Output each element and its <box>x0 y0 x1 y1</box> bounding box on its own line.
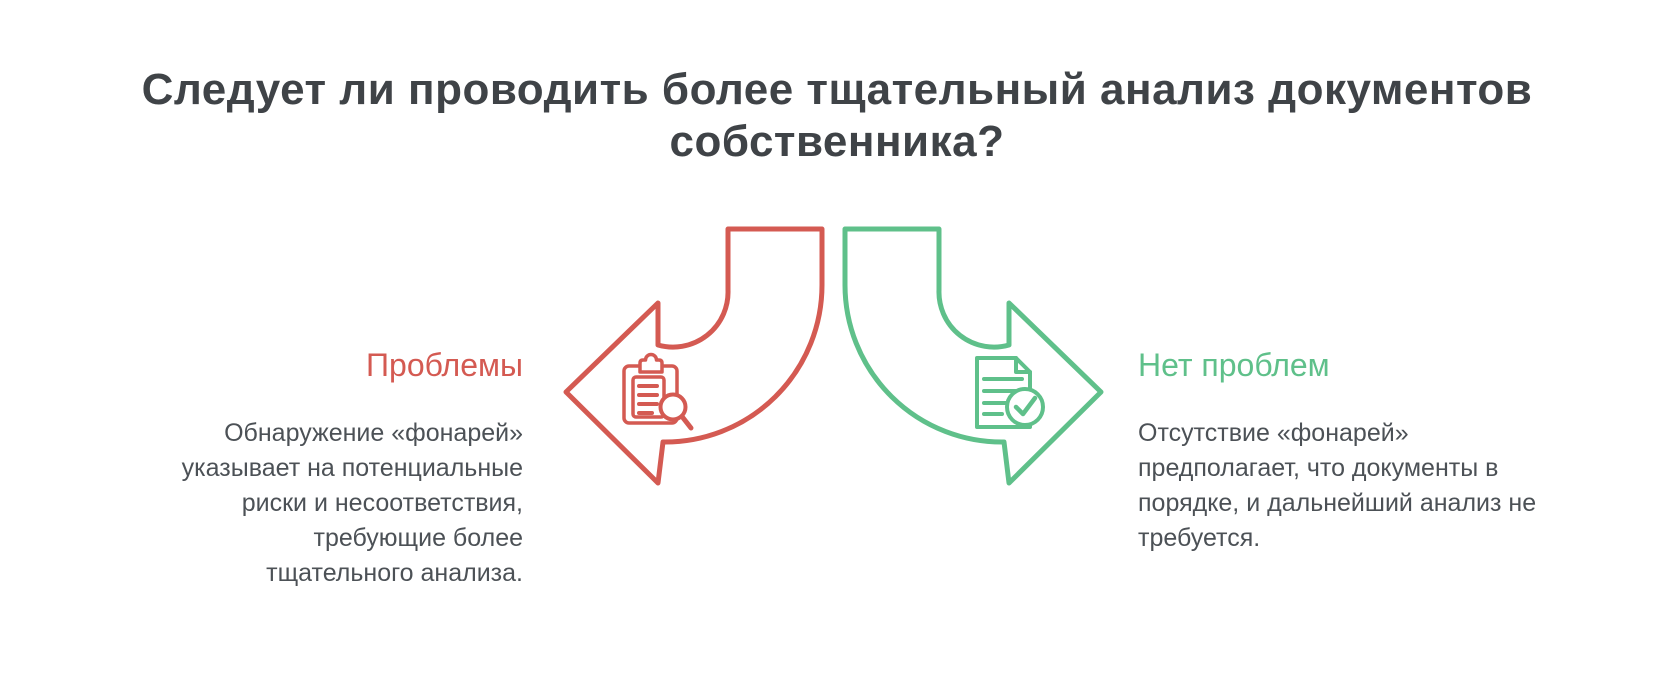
magnifier-lens <box>658 392 688 422</box>
clipboard-search-icon <box>622 352 694 431</box>
left-branch-heading: Проблемы <box>366 347 523 383</box>
page-title-line-1: Следует ли проводить более тщательный ан… <box>141 65 1533 114</box>
page-title-line-2: собственника? <box>669 117 1005 166</box>
page-title: Следует ли проводить более тщательный ан… <box>0 64 1674 168</box>
right-arrow-outline <box>842 226 1104 486</box>
right-curved-arrow <box>842 226 1104 486</box>
check-circle <box>1005 387 1045 427</box>
document-text-lines <box>982 377 1024 416</box>
magnifier-handle <box>679 414 694 431</box>
check-mark <box>1013 395 1038 417</box>
left-branch: Проблемы Обнаружение «фонарей» указывает… <box>100 346 523 591</box>
clipboard-clip <box>638 352 664 374</box>
right-branch-heading: Нет проблем <box>1138 347 1330 383</box>
right-branch: Нет проблем Отсутствие «фонарей» предпол… <box>1138 346 1561 556</box>
left-arrow-outline <box>563 226 825 486</box>
left-branch-body: Обнаружение «фонарей» указывает на потен… <box>181 419 523 587</box>
right-branch-body: Отсутствие «фонарей» предполагает, что д… <box>1138 419 1537 552</box>
document-check-icon <box>975 356 1045 429</box>
clipboard-text-lines <box>637 384 659 415</box>
document-folded-corner <box>1014 356 1032 374</box>
left-curved-arrow <box>563 226 825 486</box>
